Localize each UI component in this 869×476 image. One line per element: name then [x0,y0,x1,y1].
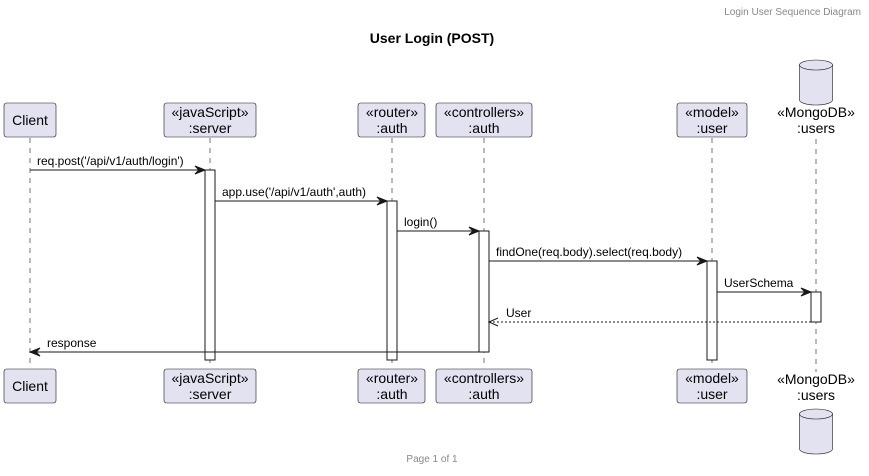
activations-layer [204,169,822,361]
message-label: response [47,336,97,350]
participant-stereotype: «controllers» [444,104,524,120]
participant-name: :user [696,386,727,402]
participant-name: :auth [376,120,407,136]
message-4: findOne(req.body).select(req.body) [489,245,709,266]
participant-mongodb-top: «MongoDB»:users [777,59,855,136]
participant-box [357,368,426,404]
lifelines-layer [29,138,817,372]
activation-bar-server [204,169,216,361]
participant-box [163,368,257,404]
participant-name: :auth [468,120,499,136]
arrowhead [28,347,41,357]
message-label: login() [404,215,437,229]
participant-box [3,368,57,404]
participant-name: :auth [376,386,407,402]
activation-bar-controllers [478,230,490,353]
message-label: UserSchema [724,276,794,290]
participant-server-bottom: «javaScript»:server [163,368,257,404]
participant-name: Client [12,378,48,394]
database-icon [799,408,833,455]
message-5: UserSchema [717,276,813,297]
participant-box [676,368,748,404]
participant-name: :server [189,120,232,136]
activation-bar-router [386,200,398,361]
participant-box [676,102,748,138]
participant-stereotype: «controllers» [444,370,524,386]
participant-name: Client [12,112,48,128]
messages-layer: req.post('/api/v1/auth/login') app.use('/… [28,154,813,357]
participant-stereotype: «MongoDB» [777,371,855,387]
participant-box [163,102,257,138]
arrowhead [376,196,389,206]
message-label: User [506,306,531,320]
message-2: app.use('/api/v1/auth',auth) [215,185,389,206]
message-3: login() [397,215,481,236]
participant-box [435,368,533,404]
participant-mongodb-bottom: «MongoDB»:users [777,371,855,455]
diagram-title: User Login (POST) [370,30,494,46]
arrowhead [487,317,499,327]
message-label: findOne(req.body).select(req.body) [496,245,682,259]
participant-name: :user [696,120,727,136]
arrowhead [468,226,481,236]
participant-model-top: «model»:user [676,102,748,138]
diagram-header: Login User Sequence Diagram [724,7,861,18]
participant-server-top: «javaScript»:server [163,102,257,138]
message-1: req.post('/api/v1/auth/login') [30,154,207,175]
participant-client-bottom: Client [3,368,57,404]
activation-bar-model [706,260,718,361]
participant-box [435,102,533,138]
message-6: User [487,306,811,327]
participant-box [357,102,426,138]
participants-layer: ClientClient«javaScript»:server«javaScri… [3,59,855,455]
diagram-footer: Page 1 of 1 [406,454,458,465]
participant-stereotype: «model» [685,370,739,386]
participant-client-top: Client [3,102,57,138]
participant-stereotype: «MongoDB» [777,104,855,120]
message-7: response [28,336,479,357]
participant-stereotype: «router» [366,104,418,120]
participant-router-bottom: «router»:auth [357,368,426,404]
message-label: app.use('/api/v1/auth',auth) [222,185,366,199]
participant-name: :users [797,120,835,136]
participant-box [3,102,57,138]
participant-stereotype: «javaScript» [171,370,248,386]
participant-stereotype: «javaScript» [171,104,248,120]
participant-controllers-top: «controllers»:auth [435,102,533,138]
participant-name: :server [189,386,232,402]
arrowhead [194,165,207,175]
arrowhead [696,256,709,266]
participant-controllers-bottom: «controllers»:auth [435,368,533,404]
activation-bar-mongodb [810,291,822,323]
participant-name: :users [797,387,835,403]
participant-stereotype: «router» [366,370,418,386]
participant-stereotype: «model» [685,104,739,120]
database-icon [799,59,833,106]
participant-name: :auth [468,386,499,402]
participant-model-bottom: «model»:user [676,368,748,404]
arrowhead [800,287,813,297]
message-label: req.post('/api/v1/auth/login') [37,154,184,168]
participant-router-top: «router»:auth [357,102,426,138]
